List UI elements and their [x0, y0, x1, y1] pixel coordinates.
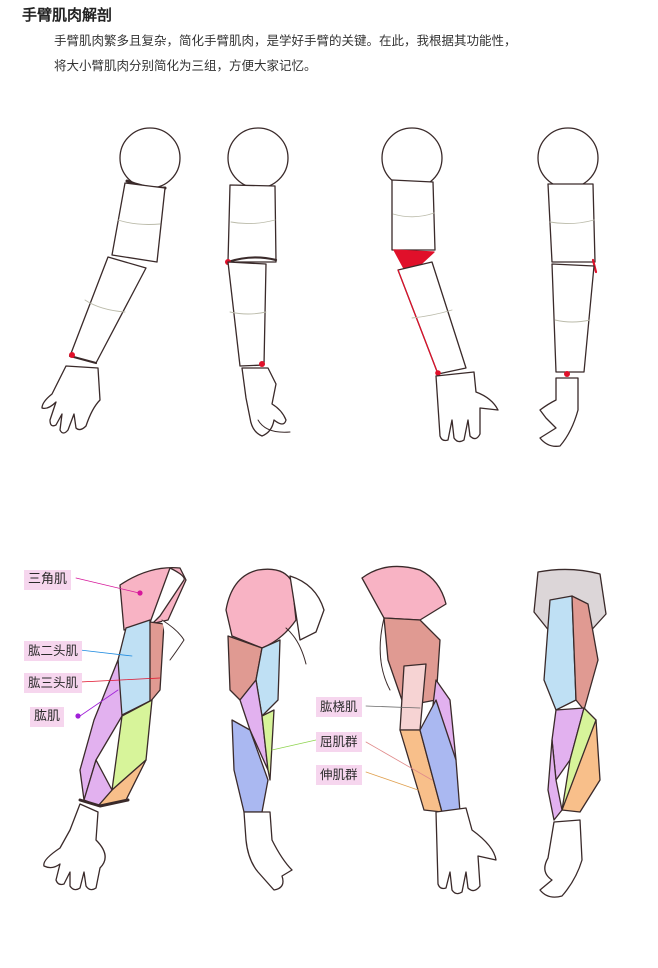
label-extensors: 伸肌群: [316, 765, 362, 785]
brachialis-marker: [75, 713, 81, 719]
label-brachialis: 肱肌: [30, 707, 65, 727]
simplified-arm-1: [41, 127, 181, 434]
label-deltoid: 三角肌: [24, 570, 72, 590]
intro-line-1: 手臂肌肉繁多且复杂，简化手臂肌肉，是学好手臂的关键。在此，我根据其功能性，: [54, 33, 517, 48]
simplified-arm-2: [225, 127, 291, 437]
wrist-marker-red: [259, 361, 265, 367]
muscle-arm-back: [361, 565, 497, 895]
wrist-marker-red: [564, 371, 570, 377]
intro-line-2: 将大小臂肌肉分别简化为三组，方便大家记忆。: [54, 58, 317, 73]
label-biceps: 肱二头肌: [24, 641, 83, 661]
simplified-arm-4: [537, 127, 599, 447]
muscle-arm-side: [225, 568, 325, 891]
label-triceps: 肱三头肌: [24, 673, 83, 693]
label-flexors: 屈肌群: [316, 732, 362, 752]
muscle-arm-inner: [533, 568, 607, 898]
deltoid-marker: [137, 590, 143, 596]
label-brachioradialis: 肱桡肌: [316, 697, 362, 717]
page-title: 手臂肌肉解剖: [22, 6, 113, 24]
intro-text: 手臂肌肉繁多且复杂，简化手臂肌肉，是学好手臂的关键。在此，我根据其功能性， 将大…: [54, 28, 644, 78]
elbow-marker-red: [69, 352, 75, 358]
muscle-arm-front: [43, 566, 187, 891]
simplified-arm-3: [381, 127, 499, 443]
wrist-marker-red: [435, 370, 441, 376]
